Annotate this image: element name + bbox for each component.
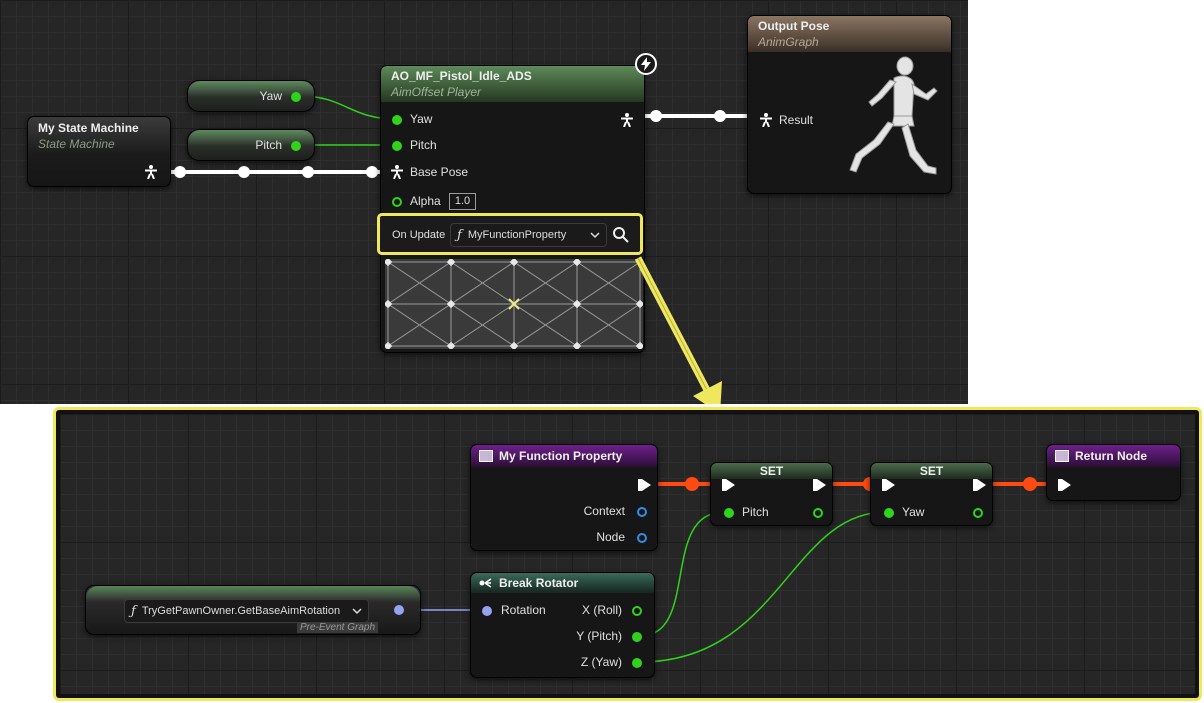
function-graph-frame: My Function Property Context Node SET Pi…	[53, 407, 1202, 701]
return-node-title: Return Node	[1075, 449, 1147, 463]
context-output-pin[interactable]	[637, 507, 647, 517]
yaw-output-pin[interactable]	[973, 508, 983, 518]
pawn-owner-function-value: TryGetPawnOwner.GetBaseAimRotation	[141, 605, 341, 617]
set-pitch-title: SET	[711, 463, 832, 479]
set-pitch-label: Pitch	[742, 505, 769, 519]
return-node[interactable]: Return Node	[1046, 444, 1181, 501]
z-yaw-pin-label: Z (Yaw)	[580, 655, 622, 669]
function-entry-title: My Function Property	[499, 449, 623, 463]
node-pin-label: Node	[596, 530, 625, 544]
function-graph-canvas[interactable]: My Function Property Context Node SET Pi…	[60, 414, 1195, 694]
set-yaw-node[interactable]: SET Yaw	[870, 462, 993, 526]
y-pitch-pin-label: Y (Pitch)	[576, 629, 622, 643]
exec-output-pin[interactable]	[638, 479, 651, 491]
output-pose-node[interactable]: Output Pose AnimGraph Result	[747, 15, 952, 194]
pawn-owner-node[interactable]: ƒ TryGetPawnOwner.GetBaseAimRotation Pre…	[85, 585, 421, 635]
chevron-down-icon	[352, 608, 362, 615]
exec-input-pin[interactable]	[722, 479, 735, 491]
alpha-value-field[interactable]: 1.0	[449, 193, 476, 210]
function-icon: ƒ	[131, 603, 136, 619]
yaw-pin-label: Yaw	[410, 112, 433, 126]
set-pitch-node[interactable]: SET Pitch	[710, 462, 833, 526]
alpha-pin-label: Alpha	[410, 194, 441, 208]
search-icon[interactable]	[612, 226, 630, 244]
yaw-output-pin[interactable]	[291, 92, 301, 102]
wire-knot	[650, 110, 662, 122]
wire-knot	[302, 166, 314, 178]
pose-icon[interactable]	[145, 165, 157, 179]
x-roll-output-pin[interactable]	[632, 606, 642, 616]
pawn-owner-function-selector[interactable]: ƒ TryGetPawnOwner.GetBaseAimRotation	[124, 599, 369, 623]
pose-icon[interactable]	[621, 113, 633, 127]
function-selector[interactable]: ƒ MyFunctionProperty	[450, 223, 607, 247]
pose-icon[interactable]	[391, 165, 403, 179]
function-selector-value: MyFunctionProperty	[467, 229, 567, 241]
yaw-variable-label: Yaw	[259, 89, 282, 103]
rotation-pin-label: Rotation	[501, 603, 546, 617]
pitch-input-pin[interactable]	[724, 508, 734, 518]
pitch-variable-node[interactable]: Pitch	[187, 129, 315, 161]
lightning-icon	[635, 53, 657, 75]
state-machine-node[interactable]: My State Machine State Machine	[27, 116, 171, 187]
pitch-input-pin[interactable]	[392, 141, 402, 151]
function-node-icon	[479, 450, 493, 462]
yaw-variable-node[interactable]: Yaw	[187, 80, 315, 112]
state-machine-title: My State Machine	[38, 121, 139, 135]
wire-knot	[714, 110, 726, 122]
break-rotator-title: Break Rotator	[499, 576, 579, 590]
wire-knot	[366, 166, 378, 178]
pre-event-graph-tag: Pre-Event Graph	[297, 622, 379, 633]
rotation-output-pin[interactable]	[394, 605, 404, 615]
exec-input-pin[interactable]	[1058, 479, 1071, 491]
base-pose-pin-label: Base Pose	[410, 165, 469, 179]
output-pose-subtitle: AnimGraph	[758, 35, 819, 49]
pitch-variable-label: Pitch	[255, 138, 282, 152]
alpha-input-pin[interactable]	[392, 197, 402, 207]
break-rotator-node[interactable]: Break Rotator Rotation X (Roll) Y (Pitch…	[470, 572, 655, 678]
result-pin-label: Result	[779, 113, 814, 127]
wire-knot	[174, 166, 186, 178]
yaw-input-pin[interactable]	[884, 508, 894, 518]
aimoffset-subtitle: AimOffset Player	[391, 85, 482, 99]
output-pose-title: Output Pose	[758, 19, 830, 33]
aimoffset-player-node[interactable]: AO_MF_Pistol_Idle_ADS AimOffset Player Y…	[380, 65, 645, 353]
rotation-input-pin[interactable]	[482, 606, 492, 616]
state-machine-subtitle: State Machine	[38, 137, 115, 151]
context-pin-label: Context	[583, 504, 625, 518]
break-struct-icon	[479, 578, 492, 588]
on-update-label: On Update	[392, 229, 446, 241]
yaw-wire	[639, 511, 887, 663]
exec-input-pin[interactable]	[882, 479, 895, 491]
on-update-row[interactable]: On Update ƒ MyFunctionProperty	[377, 213, 643, 255]
x-roll-pin-label: X (Roll)	[581, 603, 622, 617]
y-pitch-output-pin[interactable]	[632, 632, 642, 642]
blendspace-preview	[385, 259, 643, 349]
pitch-pin-label: Pitch	[410, 138, 437, 152]
pitch-output-pin[interactable]	[813, 508, 823, 518]
function-entry-node[interactable]: My Function Property Context Node	[470, 444, 658, 551]
z-yaw-output-pin[interactable]	[632, 658, 642, 668]
function-icon: ƒ	[457, 227, 462, 243]
set-yaw-title: SET	[871, 463, 992, 479]
wire-knot	[238, 166, 250, 178]
anim-graph-canvas[interactable]: My State Machine State Machine Yaw Pitch…	[0, 0, 968, 404]
set-yaw-label: Yaw	[902, 505, 925, 519]
yaw-input-pin[interactable]	[392, 115, 402, 125]
function-node-icon	[1055, 450, 1069, 462]
chevron-down-icon	[590, 232, 600, 239]
pose-icon[interactable]	[760, 113, 772, 127]
node-output-pin[interactable]	[637, 533, 647, 543]
pitch-output-pin[interactable]	[291, 141, 301, 151]
exec-output-pin[interactable]	[973, 479, 986, 491]
mannequin-preview	[849, 56, 938, 175]
aimoffset-title: AO_MF_Pistol_Idle_ADS	[391, 69, 532, 83]
exec-output-pin[interactable]	[813, 479, 826, 491]
